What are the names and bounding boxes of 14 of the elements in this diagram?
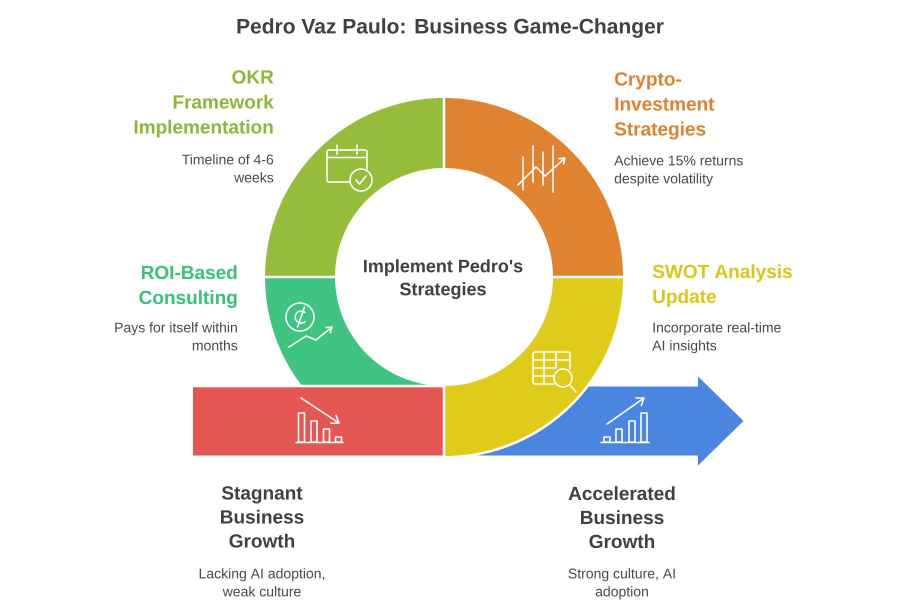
heading: Crypto-Investment Strategies xyxy=(614,72,714,140)
heading: Accelerated Business Growth xyxy=(568,486,675,548)
title: Pedro Vaz Paulo: Business Game-Changer xyxy=(237,18,664,38)
heading: SWOT Analysis Update xyxy=(652,264,792,307)
description: Strong culture, AI adoption xyxy=(568,568,675,600)
heading: ROI-Based Consulting xyxy=(139,265,237,308)
heading: Stagnant Business Growth xyxy=(221,486,304,548)
center-label: Implement Pedro's Strategies xyxy=(364,259,522,300)
heading: OKR Framework Implementation xyxy=(134,70,274,138)
description: Achieve 15% returns despite volatility xyxy=(614,155,743,186)
description: Lacking AI adoption, weak culture xyxy=(200,568,324,596)
description: Pays for itself within months xyxy=(115,322,238,350)
description: Timeline of 4-6 weeks xyxy=(182,154,274,182)
description: Incorporate real-time AI insights xyxy=(652,322,781,354)
